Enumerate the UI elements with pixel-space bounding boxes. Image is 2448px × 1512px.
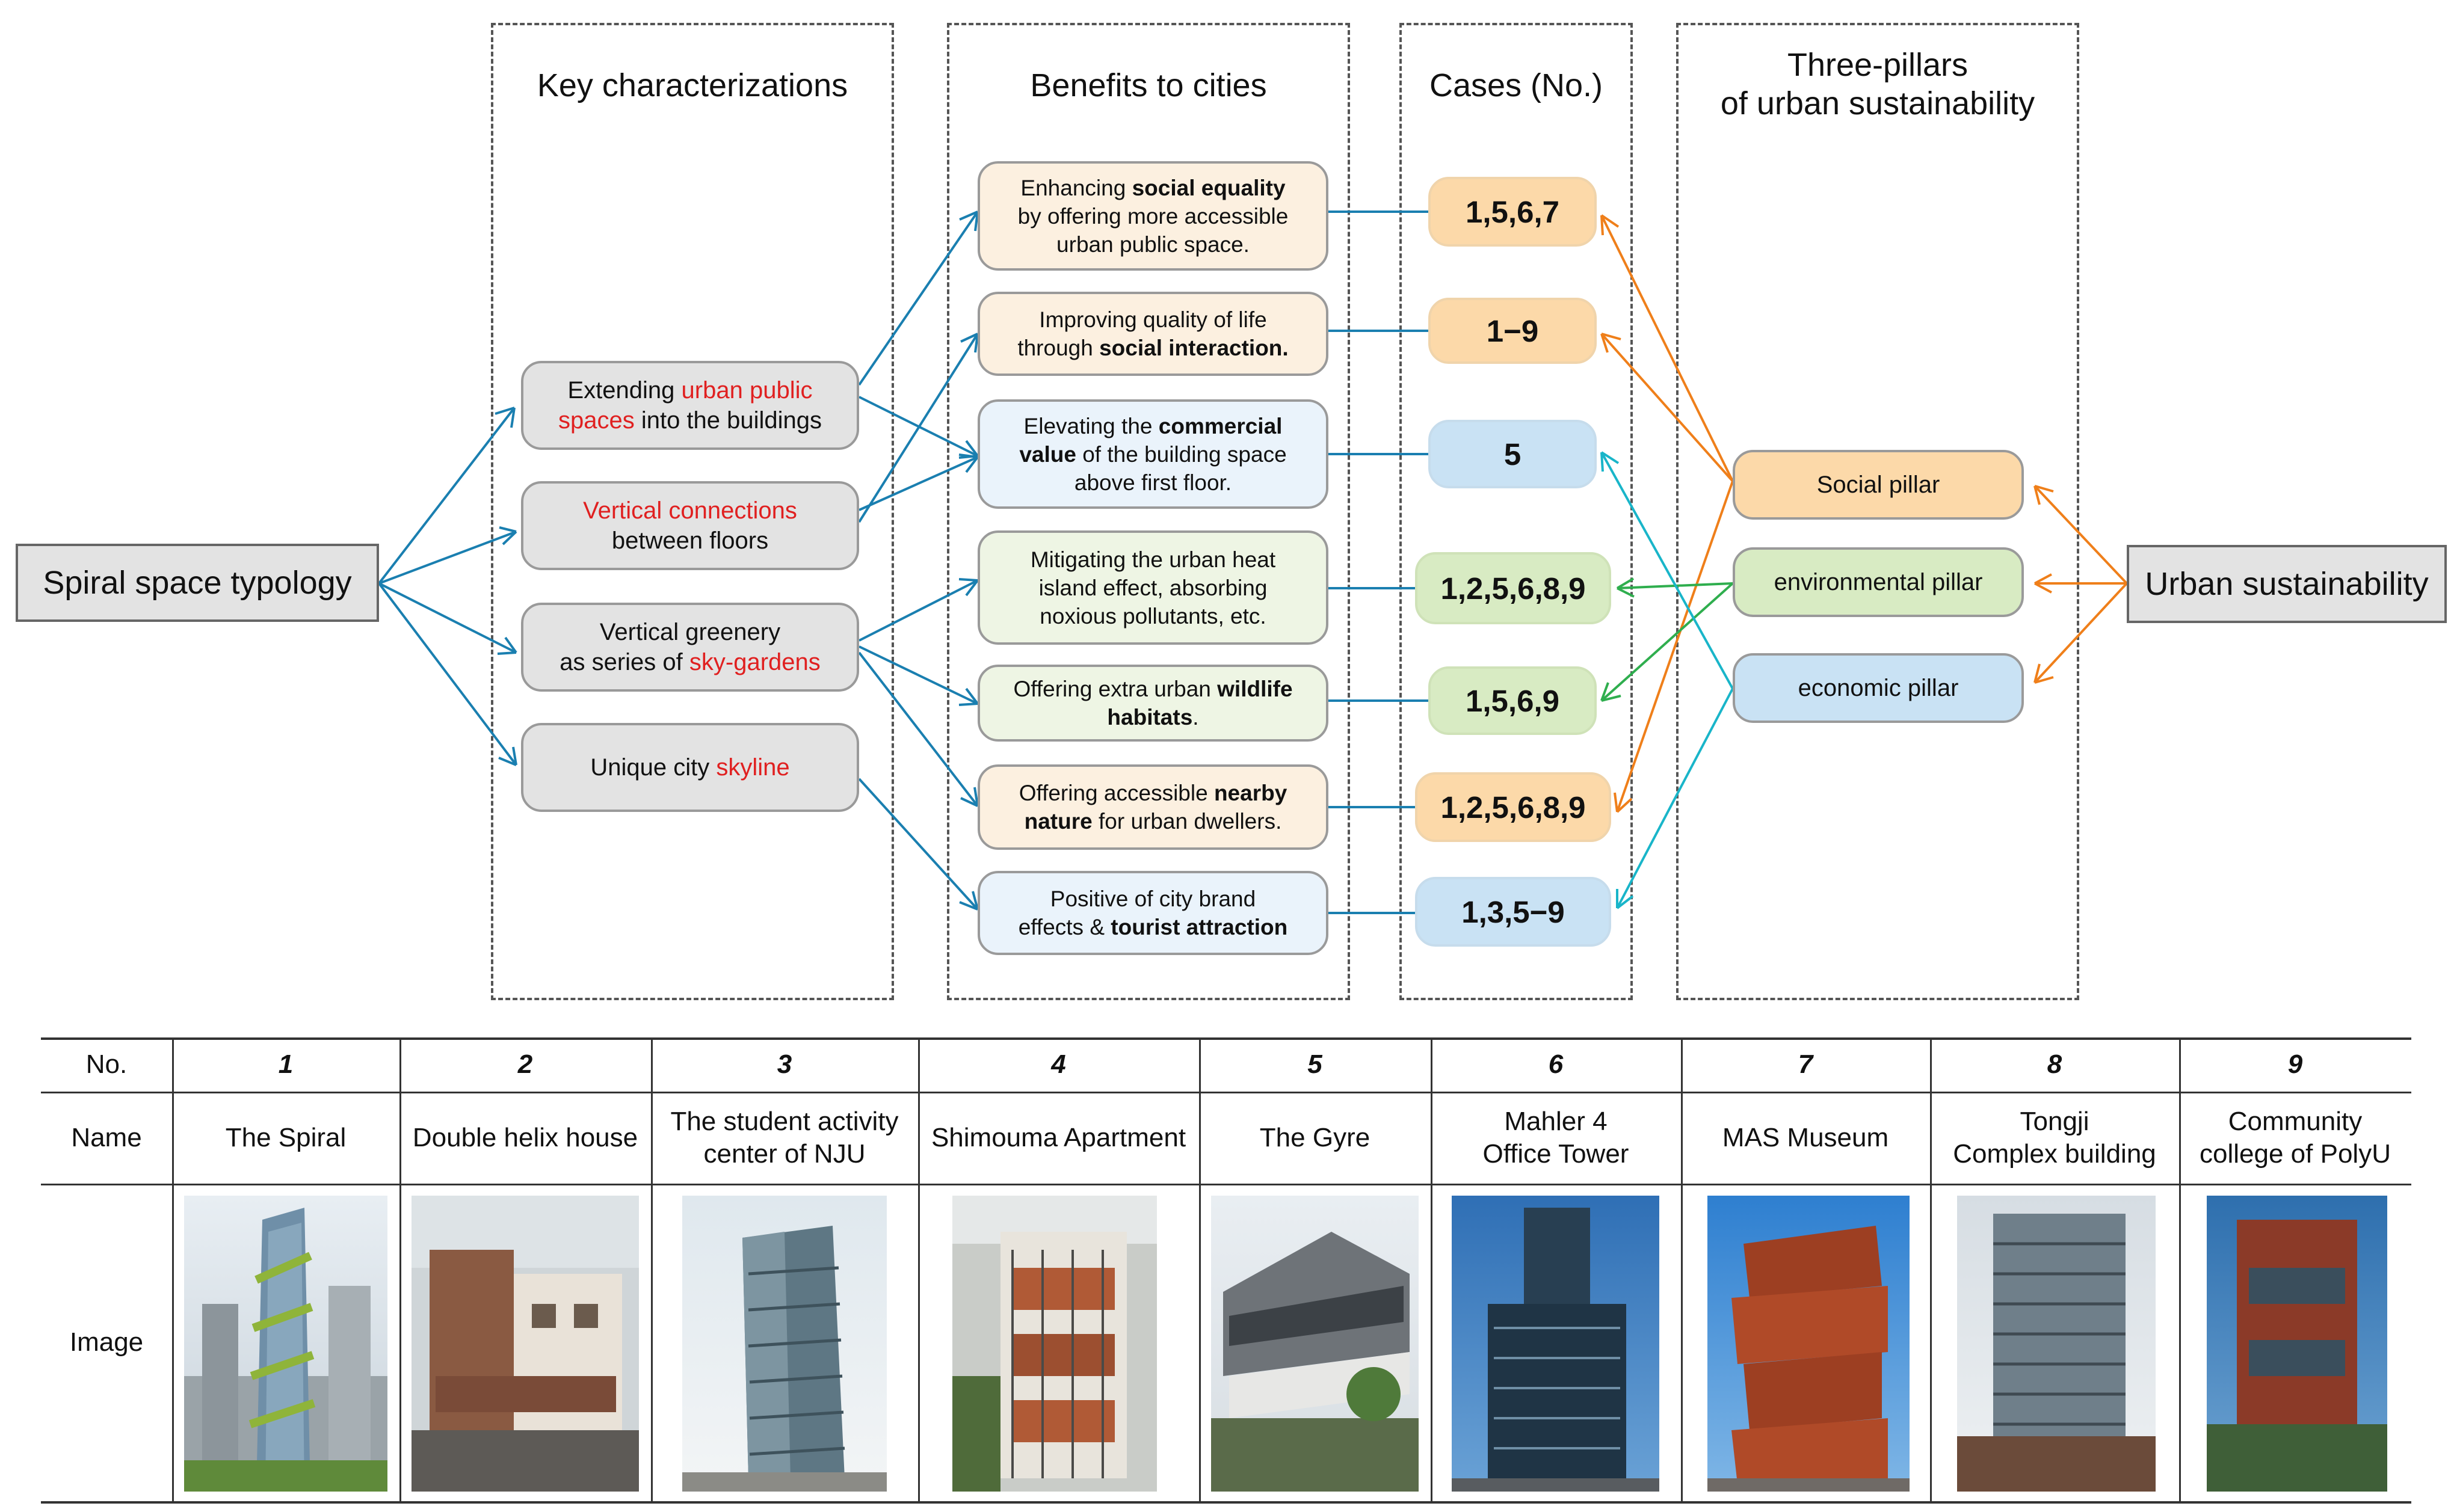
case-name-7: MAS Museum — [1722, 1122, 1889, 1152]
case-table: No. Name Image 1 2 3 4 5 6 7 8 9 The Spi… — [41, 1037, 2411, 1504]
arrow-key4-benefit7 — [858, 778, 979, 911]
benefit-city-brand: Positive of city brand effects & tourist… — [978, 871, 1328, 955]
row-label-no: No. — [85, 1049, 128, 1079]
case-name-5: The Gyre — [1259, 1122, 1370, 1152]
key-to-benefit-arrows — [858, 211, 979, 911]
table-rule-top — [41, 1037, 2411, 1040]
case-badge-2: 1−9 — [1428, 298, 1597, 364]
arrow-key3-benefit4 — [859, 579, 978, 642]
column-heading-cases: Cases (No.) — [1429, 67, 1603, 103]
column-frame-cases — [1399, 23, 1633, 1000]
benefit-commercial-value: Elevating the commercial value of the bu… — [978, 399, 1328, 509]
typology-to-key-arrows — [378, 407, 517, 766]
column-heading-benefits: Benefits to cities — [1030, 67, 1267, 103]
row-label-name: Name — [71, 1122, 142, 1152]
benefit-nearby-nature: Offering accessible nearby nature for ur… — [978, 764, 1328, 850]
key-item-urban-public-spaces: Extending urban public spaces into the b… — [521, 361, 859, 450]
arrow-key1-benefit1 — [858, 211, 979, 386]
building-photo-2 — [412, 1196, 639, 1492]
building-photo-9 — [2207, 1196, 2387, 1492]
building-photo-3 — [682, 1196, 887, 1492]
building-photo-1 — [184, 1196, 387, 1492]
case-name-1: The Spiral — [225, 1122, 347, 1152]
building-photo-7 — [1707, 1196, 1910, 1492]
case-number-5: 5 — [1307, 1049, 1322, 1079]
column-frame-benefits — [947, 23, 1350, 1000]
case-name-4: Shimouma Apartment — [931, 1122, 1186, 1152]
column-heading-pillars-line2: of urban sustainability — [1720, 85, 2035, 121]
arrow-key2-benefit3 — [859, 456, 978, 511]
building-photo-4 — [952, 1196, 1157, 1492]
environmental-pillar-box: environmental pillar — [1733, 547, 2024, 617]
table-rule-header — [41, 1092, 2411, 1093]
case-badge-5: 1,5,6,9 — [1428, 666, 1597, 735]
column-frame-pillars — [1676, 23, 2079, 1000]
economic-pillar-box: economic pillar — [1733, 653, 2024, 723]
sustainability-to-pillar-arrows — [2033, 485, 2128, 684]
environmental-pillar-arrows — [1600, 577, 1734, 702]
case-name-2: Double helix house — [412, 1122, 638, 1152]
case-number-2: 2 — [517, 1049, 533, 1079]
arrow-typology-key4 — [378, 582, 517, 766]
case-badge-6: 1,2,5,6,8,9 — [1415, 772, 1611, 842]
benefit-to-case-lines — [1328, 211, 1428, 914]
benefit-social-equality: Enhancing social equality by offering mo… — [978, 161, 1328, 271]
column-heading-key: Key characterizations — [537, 67, 848, 103]
arrow-key2-benefit2 — [858, 333, 979, 523]
column-frame-key — [491, 23, 894, 1000]
social-pillar-arrows — [1600, 214, 1734, 813]
column-heading-pillars: Three-pillars of urban sustainability — [1676, 46, 2079, 123]
benefit-heat-island: Mitigating the urban heat island effect,… — [978, 530, 1328, 645]
case-badge-1: 1,5,6,7 — [1428, 177, 1597, 247]
case-badge-4: 1,2,5,6,8,9 — [1415, 552, 1611, 624]
benefit-wildlife-habitats: Offering extra urban wildlife habitats. — [978, 665, 1328, 742]
case-number-4: 4 — [1051, 1049, 1066, 1079]
arrow-typology-key2 — [378, 530, 517, 585]
economic-pillar-arrows — [1600, 451, 1734, 909]
connector-arrows — [378, 211, 2128, 914]
case-badge-7: 1,3,5−9 — [1415, 877, 1611, 947]
column-heading-pillars-line1: Three-pillars — [1787, 47, 1969, 83]
urban-sustainability-node: Urban sustainability — [2127, 545, 2447, 623]
building-photo-8 — [1957, 1196, 2156, 1492]
benefit-social-interaction: Improving quality of life through social… — [978, 292, 1328, 376]
key-item-vertical-connections: Vertical connections between floors — [521, 481, 859, 570]
key-item-city-skyline: Unique city skyline — [521, 723, 859, 812]
building-photo-6 — [1452, 1196, 1659, 1492]
social-pillar-box: Social pillar — [1733, 450, 2024, 520]
row-label-image: Image — [69, 1327, 144, 1357]
arrow-key3-benefit6 — [858, 651, 979, 807]
case-number-7: 7 — [1798, 1049, 1813, 1079]
arrow-typology-key1 — [378, 407, 516, 585]
case-number-9: 9 — [2287, 1049, 2303, 1079]
building-photo-5 — [1211, 1196, 1419, 1492]
table-rule-bottom — [41, 1501, 2411, 1504]
arrow-key3-benefit5 — [859, 645, 978, 705]
case-number-6: 6 — [1548, 1049, 1564, 1079]
case-badge-3: 5 — [1428, 420, 1597, 488]
case-number-3: 3 — [777, 1049, 792, 1079]
case-number-8: 8 — [2047, 1049, 2062, 1079]
table-rule-name — [41, 1184, 2411, 1185]
spiral-space-typology-node: Spiral space typology — [16, 544, 379, 622]
case-number-1: 1 — [278, 1049, 294, 1079]
key-item-vertical-greenery: Vertical greenery as series of sky-garde… — [521, 603, 859, 692]
arrow-typology-key3 — [378, 582, 517, 654]
